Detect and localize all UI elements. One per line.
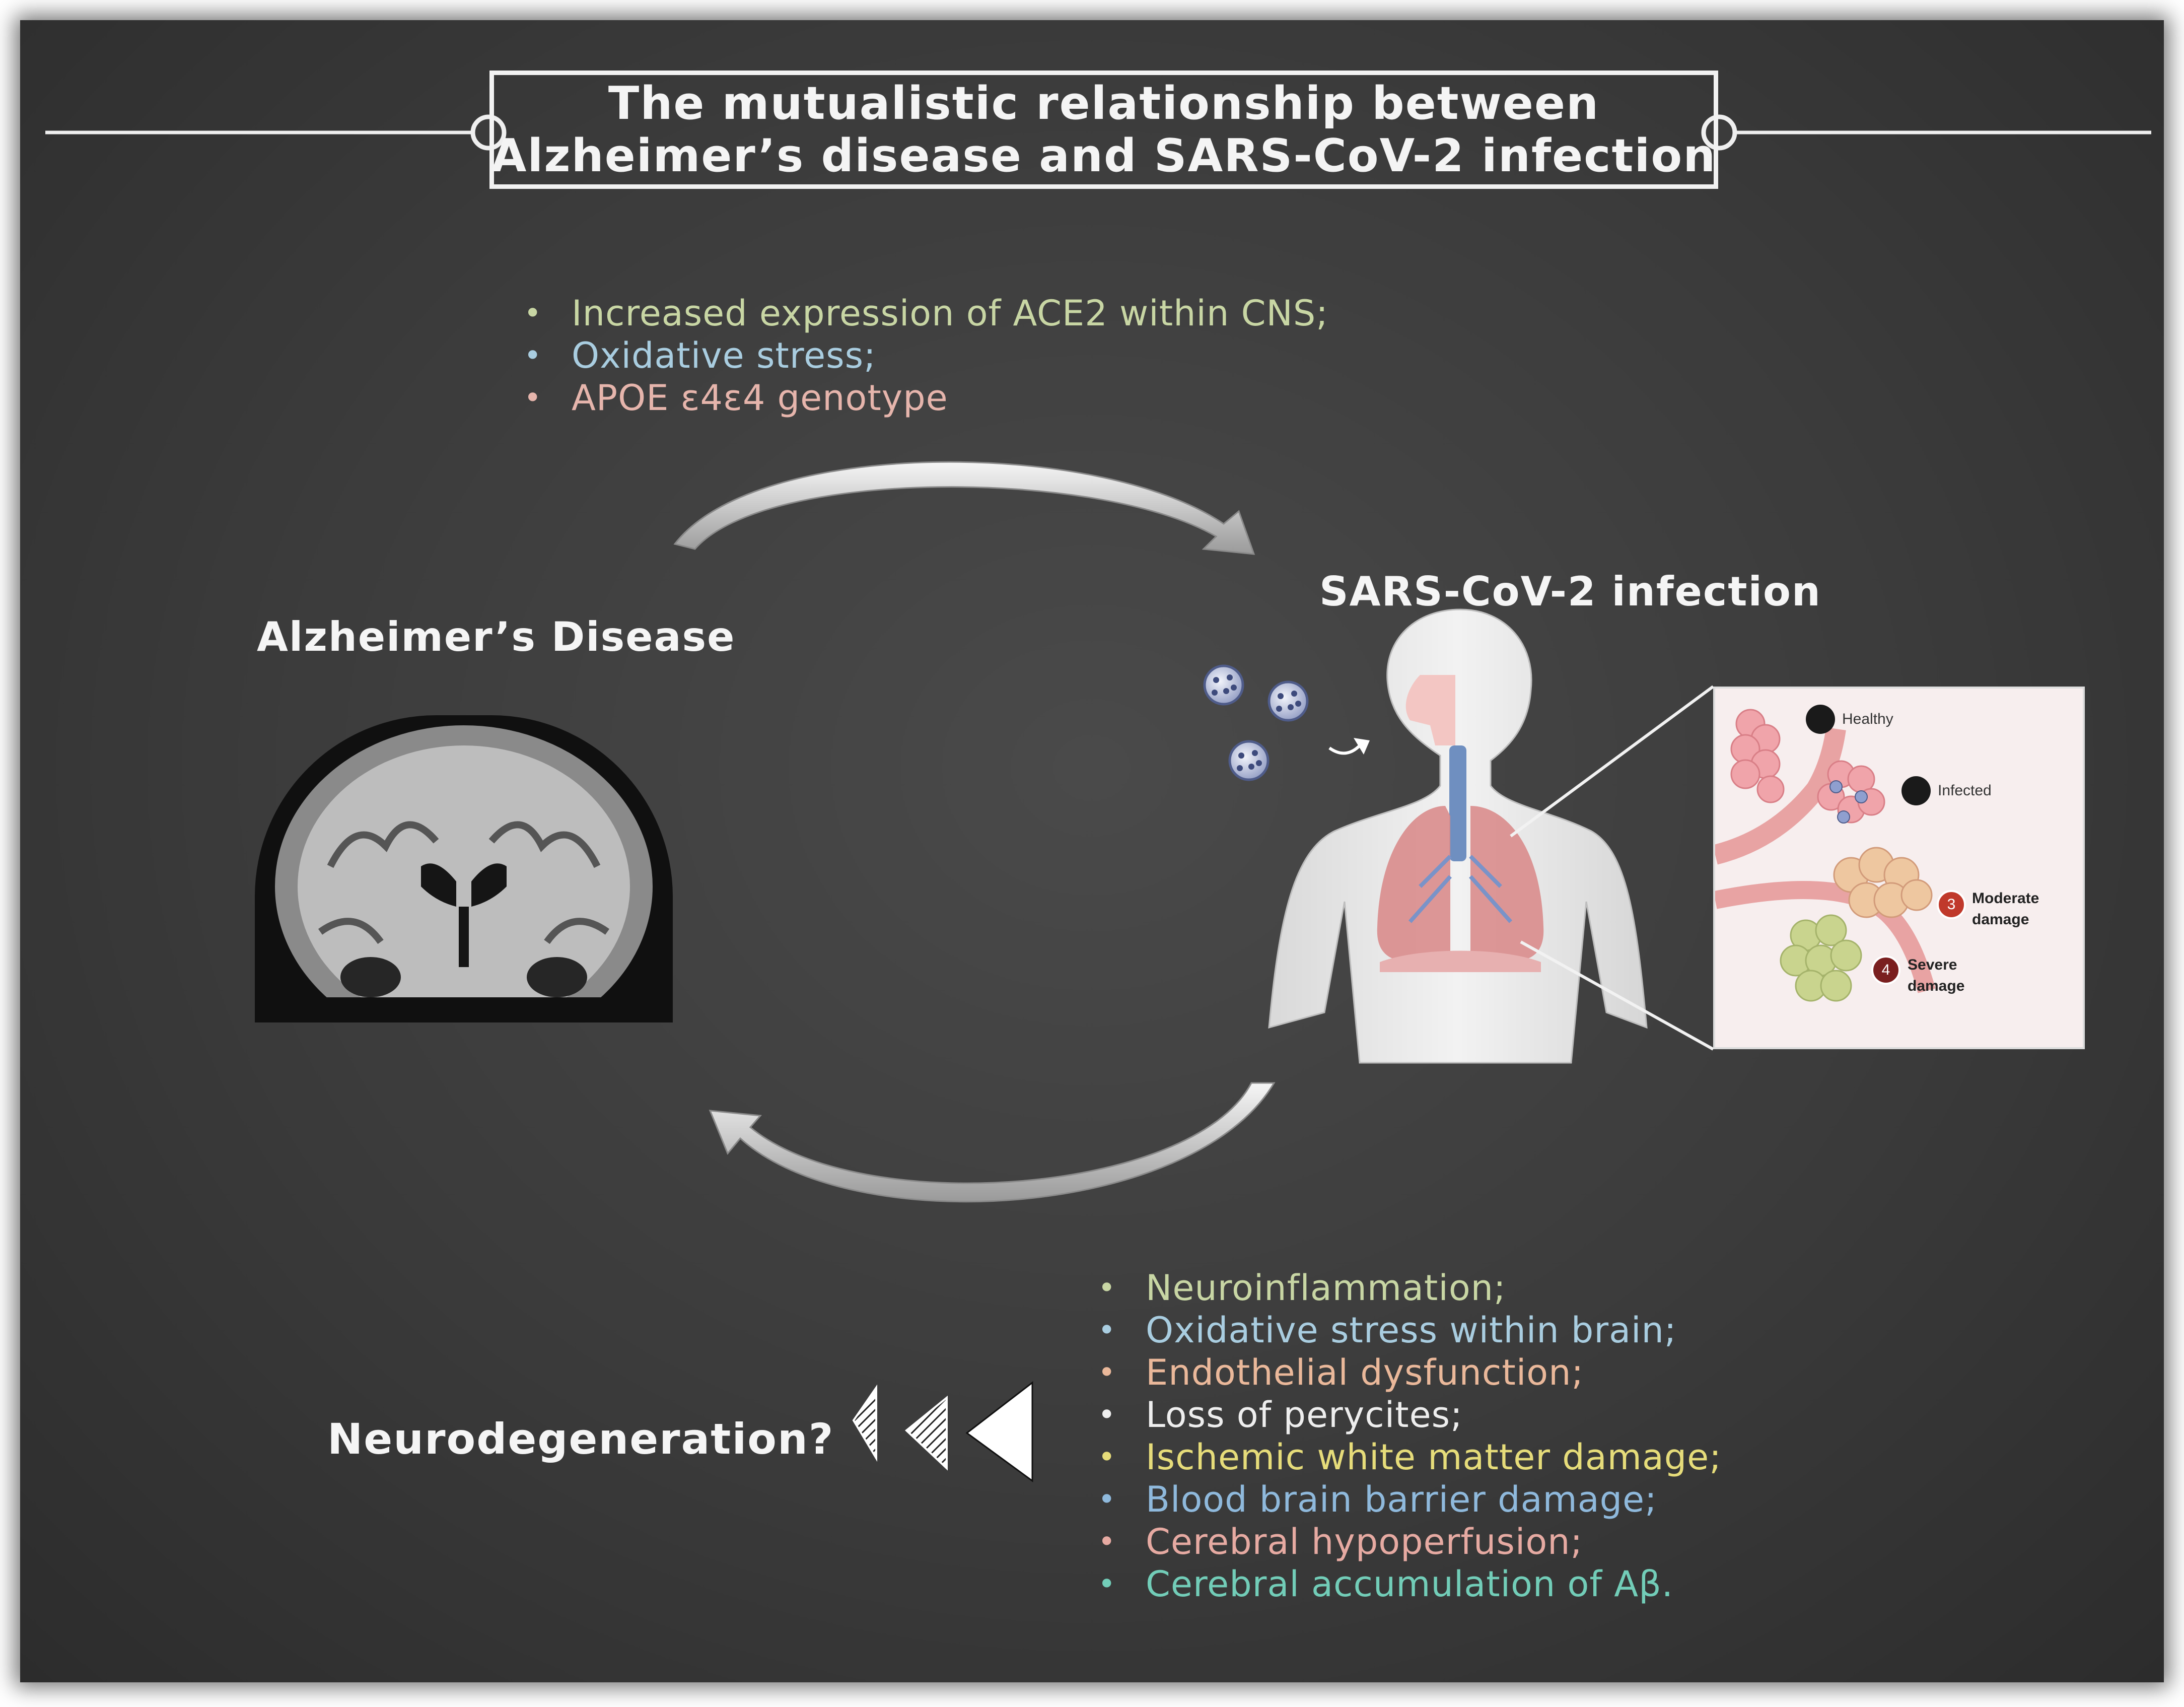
human-respiratory-illustration [1268,608,1648,1064]
consequence-text: Ischemic white matter damage; [1146,1437,1722,1478]
consequence-text: Loss of perycites; [1146,1394,1463,1436]
title-box: The mutualistic relationship between Alz… [489,71,1718,189]
consequence-item: •Oxidative stress within brain; [1098,1310,1677,1351]
sars-cov-2-label: SARS-CoV-2 infection [1319,568,1821,615]
consequence-list: •Neuroinflammation; •Oxidative stress wi… [1098,1267,1722,1605]
consequence-item: •Blood brain barrier damage; [1098,1479,1657,1520]
consequence-item: •Loss of perycites; [1098,1394,1463,1436]
title-line-2: Alzheimer’s disease and SARS-CoV-2 infec… [491,129,1717,182]
consequence-text: Blood brain barrier damage; [1146,1479,1657,1520]
chalkboard: The mutualistic relationship between Alz… [20,20,2164,1682]
top-curved-arrow [673,461,1255,555]
consequence-item: •Ischemic white matter damage; [1098,1437,1722,1478]
risk-factor-list: •Increased expression of ACE2 within CNS… [524,292,1328,419]
alzheimers-label: Alzheimer’s Disease [257,613,736,660]
consequence-text: Oxidative stress within brain; [1146,1310,1677,1351]
risk-factor-item: •Oxidative stress; [524,335,876,376]
consequence-text: Cerebral hypoperfusion; [1146,1521,1583,1562]
virus-particles [1203,664,1370,781]
severe-number-badge: 4 [1871,955,1900,985]
risk-factor-text: APOE ε4ε4 genotype [572,377,948,419]
bottom-curved-arrow [709,1082,1276,1203]
consequence-item: •Neuroinflammation; [1098,1267,1506,1309]
severe-label-2: damage [1908,978,1965,994]
consequence-item: •Cerebral accumulation of Aβ. [1098,1563,1674,1605]
risk-factor-text: Increased expression of ACE2 within CNS; [572,293,1328,334]
risk-factor-item: •Increased expression of ACE2 within CNS… [524,293,1328,334]
healthy-marker [1806,705,1835,734]
infected-label: Infected [1938,782,1992,799]
consequence-text: Neuroinflammation; [1146,1267,1506,1309]
moderate-label-2: damage [1972,911,2029,928]
severe-label-1: Severe [1908,957,1957,973]
moderate-number-badge: 3 [1937,890,1966,919]
inset-connector-top [1510,685,1714,838]
consequence-text: Endothelial dysfunction; [1146,1352,1584,1393]
risk-factor-text: Oxidative stress; [572,335,876,376]
consequence-item: •Endothelial dysfunction; [1098,1352,1584,1393]
neuro-triangles [852,1381,1033,1482]
title-line-1: The mutualistic relationship between [608,77,1600,130]
risk-factor-item: •APOE ε4ε4 genotype [524,377,948,419]
diagram-graphics [45,114,2151,1482]
healthy-label: Healthy [1842,711,1893,727]
moderate-label-1: Moderate [1972,890,2039,907]
title-connector [45,114,2151,151]
lung-damage-inset: Healthy Infected 3 Moderate damage 4 Sev… [1713,687,2085,1049]
consequence-text: Cerebral accumulation of Aβ. [1146,1563,1674,1605]
neurodegeneration-label: Neurodegeneration? [327,1414,834,1464]
brain-mri-image [255,715,673,1022]
infected-marker [1901,776,1931,805]
inset-connector-bottom [1520,940,1714,1051]
consequence-item: •Cerebral hypoperfusion; [1098,1521,1583,1562]
